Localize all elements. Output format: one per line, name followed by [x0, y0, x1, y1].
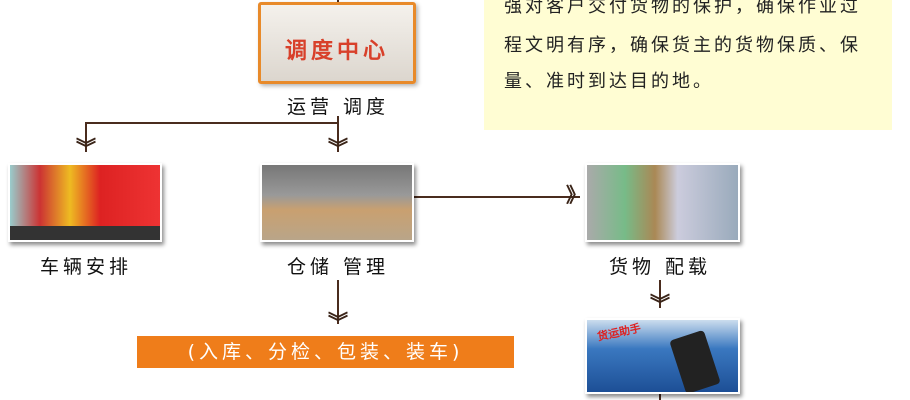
chevron-down-icon: ︾ [328, 136, 348, 160]
description-line: 量、准时到达目的地。 [504, 71, 714, 92]
chevron-down-icon: ︾ [76, 136, 96, 160]
connector [85, 122, 87, 152]
description-box: 强对客户交付货物的保护，确保作业过 程文明有序，确保货主的货物保质、保 量、准时… [484, 0, 892, 130]
process-steps-bar: (入库、分检、包装、装车) [137, 336, 514, 368]
warehouse-image [260, 163, 414, 242]
connector [337, 280, 339, 324]
trucks-label: 车辆安排 [39, 256, 132, 278]
cargo-label: 货物 配载 [608, 256, 712, 278]
description-line: 强对客户交付货物的保护，确保作业过 [504, 0, 861, 17]
dispatch-label: 运营 调度 [286, 96, 390, 118]
chevron-right-icon: 》 [566, 183, 586, 207]
description-line: 程文明有序，确保货主的货物保质、保 [504, 35, 861, 56]
chevron-down-icon: ︾ [328, 310, 348, 334]
connector [85, 122, 339, 124]
cargo-loading-image [585, 163, 740, 242]
connector [659, 280, 661, 308]
trucks-image [8, 163, 162, 242]
connector [337, 116, 339, 152]
connector [659, 390, 661, 400]
dispatch-center-image: 调度中心 [258, 2, 416, 84]
warehouse-label: 仓储 管理 [286, 256, 390, 278]
phone-image-caption: 货运助手 [596, 321, 642, 344]
chevron-down-icon: ︾ [650, 292, 670, 316]
mobile-phone-image: 货运助手 [585, 318, 740, 394]
dispatch-center-title: 调度中心 [284, 39, 389, 64]
connector [414, 196, 580, 198]
